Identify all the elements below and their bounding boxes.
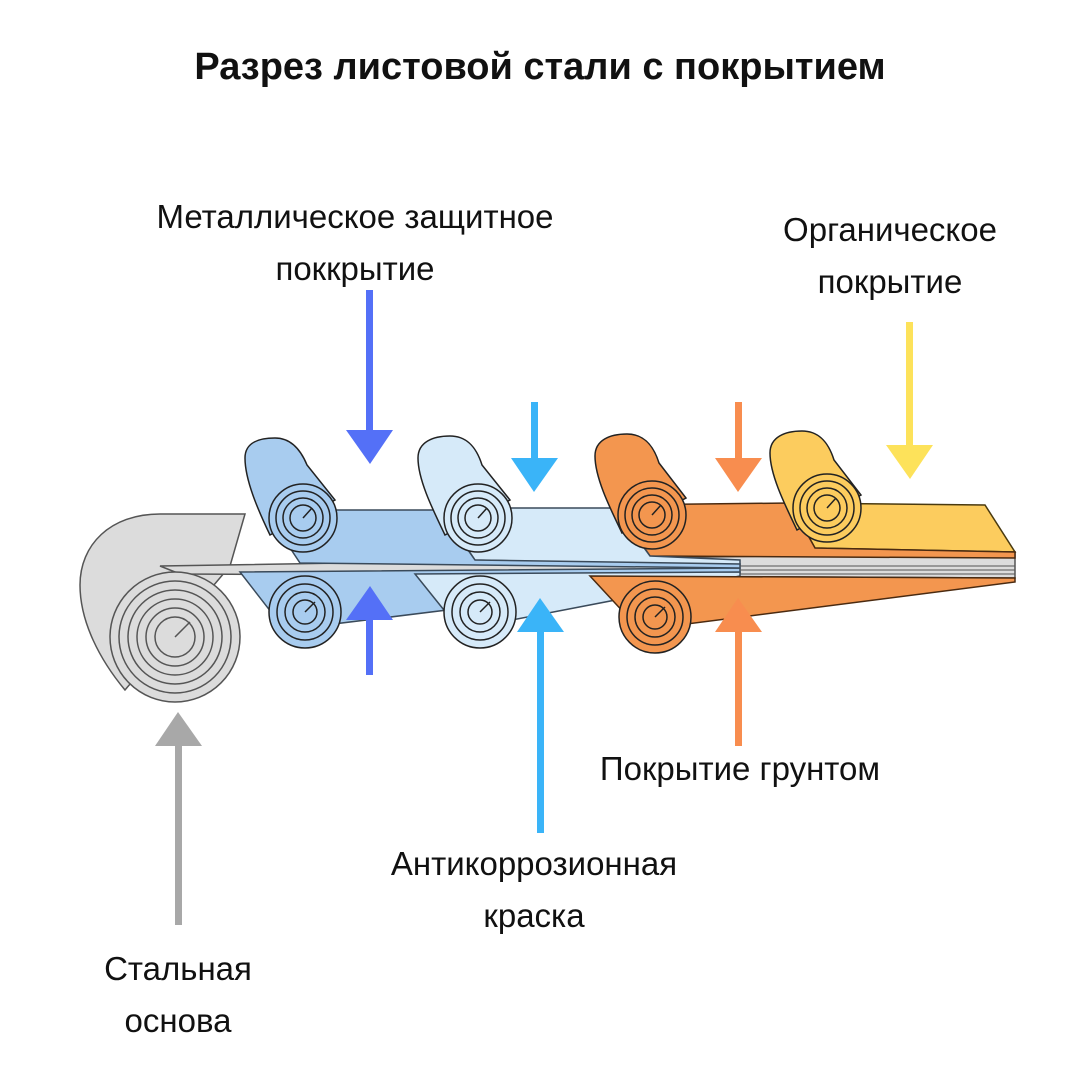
steel-roll-ring (154, 616, 196, 658)
primer-up-arrow (715, 598, 762, 746)
primer-down-arrow (715, 402, 762, 492)
organic-coating-label-line2: покрытие (817, 263, 963, 300)
organic-upper-roll (769, 430, 863, 543)
steel-roll-ring (118, 580, 232, 694)
anticorrosion-label-line1: Антикоррозионная (390, 845, 678, 882)
metal-coating-label: Металлическое защитное поккрытие (105, 191, 605, 295)
metal-lower-roll (268, 575, 342, 649)
anticorrosion-upper-roll (417, 435, 513, 553)
steel-base-label: Стальная основа (28, 943, 328, 1047)
primer-coating-label-line1: Покрытие грунтом (599, 750, 881, 787)
primer-coating-label: Покрытие грунтом (560, 743, 920, 795)
steel-base-label-line2: основа (124, 1002, 232, 1039)
steel-roll-ring (136, 598, 214, 676)
metal-down-arrow (346, 290, 393, 464)
metal-upper-roll (244, 437, 338, 553)
anticorrosion-up-arrow (517, 598, 564, 833)
metal-up-arrow (346, 586, 393, 675)
primer-lower-roll (618, 580, 692, 654)
steel-roll-ring (145, 607, 205, 667)
anticorrosion-paint-label: Антикоррозионная краска (334, 838, 734, 942)
sheet-edge-lines (740, 565, 1015, 575)
organic-down-arrow (886, 322, 933, 479)
steel-roll-ring (127, 589, 223, 685)
diagram-title: Разрез листовой стали с покрытием (194, 46, 886, 88)
organic-coating-label: Органическое покрытие (740, 204, 1040, 308)
anticorrosion-lower-roll (443, 575, 517, 649)
organic-coating-label-line1: Органическое (783, 211, 997, 248)
steel-base-label-line1: Стальная (104, 950, 252, 987)
anticorrosion-down-arrow (511, 402, 558, 492)
anticorrosion-label-line2: краска (483, 897, 585, 934)
primer-upper-roll (594, 433, 688, 550)
metal-coating-label-line2: поккрытие (275, 250, 435, 287)
metal-coating-label-line1: Металлическое защитное (156, 198, 554, 235)
steel-roll-core (174, 621, 191, 638)
steel-up-arrow (155, 712, 202, 925)
